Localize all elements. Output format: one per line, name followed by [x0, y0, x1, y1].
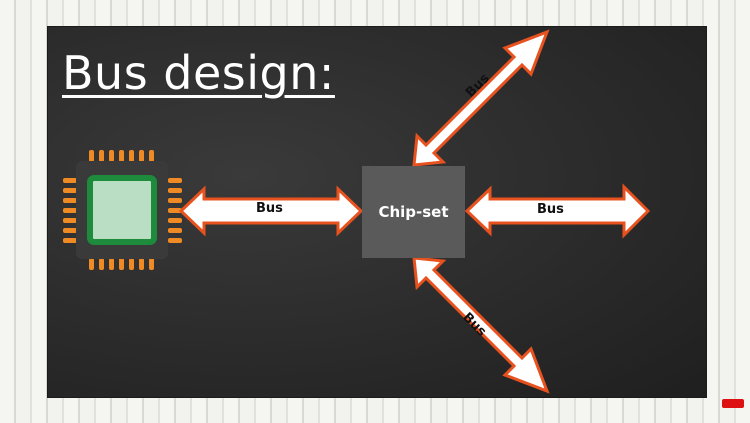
bus-arrow-upper-right [412, 29, 550, 167]
bus-label-right: Bus [537, 202, 564, 217]
chipset-label: Chip-set [378, 203, 449, 221]
bus-arrow-right [464, 183, 651, 239]
bus-arrow-lower-right [412, 256, 550, 394]
bus-label-left: Bus [256, 201, 283, 216]
youtube-logo-icon [722, 399, 744, 408]
chipset-box: Chip-set [362, 166, 465, 258]
cpu-left-pins [63, 178, 77, 243]
cpu-core [87, 175, 157, 245]
cpu-top-pins [89, 150, 154, 162]
cpu-bottom-pins [89, 258, 154, 270]
bus-arrow-left [178, 185, 364, 237]
slide-title: Bus design: [62, 46, 335, 100]
cpu-right-pins [168, 178, 182, 243]
cpu-chip-icon [63, 150, 182, 270]
